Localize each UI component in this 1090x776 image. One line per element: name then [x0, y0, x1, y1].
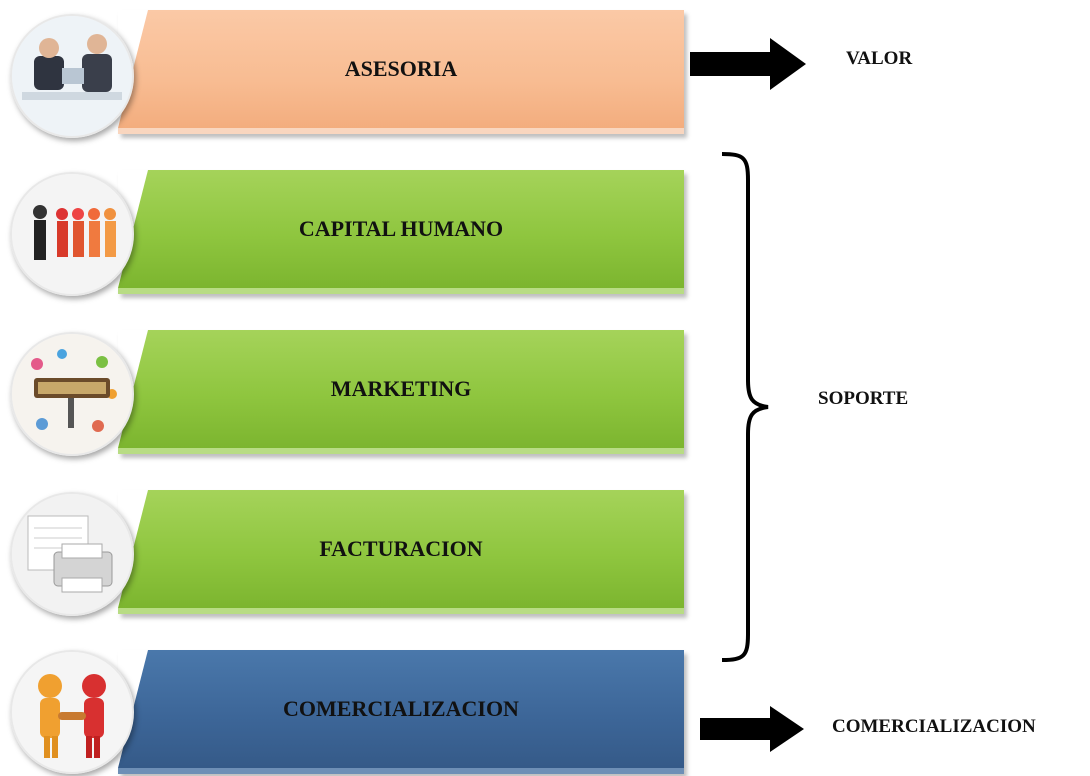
arrow-right-icon	[700, 706, 804, 752]
bar-asesoria: ASESORIA	[118, 10, 684, 134]
bar-asesoria-label: ASESORIA	[344, 56, 458, 81]
curly-brace-icon	[721, 152, 769, 662]
bar-marketing-label: MARKETING	[330, 376, 472, 401]
marketing-icon	[10, 332, 134, 456]
bar-facturacion-label: FACTURACION	[319, 536, 483, 561]
bar-comercializacion-label: COMERCIALIZACION	[283, 696, 519, 721]
comercializacion-output-label: COMERCIALIZACION	[832, 716, 1036, 737]
bar-capital-humano: CAPITAL HUMANO	[118, 170, 684, 294]
bar-capital-humano-label: CAPITAL HUMANO	[298, 216, 504, 241]
valor-label: VALOR	[846, 48, 913, 69]
people-group-icon	[10, 172, 134, 296]
soporte-label: SOPORTE	[818, 388, 909, 409]
bar-facturacion: FACTURACION	[118, 490, 684, 614]
arrow-right-icon	[690, 38, 806, 90]
invoice-printer-icon	[10, 492, 134, 616]
bar-marketing: MARKETING	[118, 330, 684, 454]
handshake-icon	[10, 650, 134, 774]
business-meeting-icon	[10, 14, 134, 138]
bar-comercializacion: COMERCIALIZACION	[118, 650, 684, 774]
